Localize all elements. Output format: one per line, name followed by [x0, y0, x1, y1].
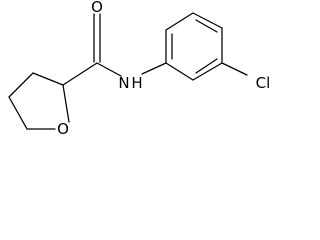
bond-c2-c3	[32, 72, 64, 86]
chlorine-label: Cl	[256, 74, 271, 92]
bond-c4-c5	[8, 96, 28, 130]
bond-carbonyl-n	[96, 62, 122, 77]
structure-diagram: O N H O Cl	[8, 0, 270, 138]
bond-c2-carbonyl	[62, 62, 98, 86]
ring-inner-bond-b	[195, 19, 218, 33]
ring-oxygen-label: O	[57, 120, 69, 138]
ring-inner-bond-c	[195, 58, 218, 74]
amide-nitrogen-label: N	[118, 74, 129, 92]
chlorophenyl-ring	[165, 12, 248, 81]
ring-bond-2	[165, 12, 194, 31]
bond-aryl-cl	[221, 62, 248, 76]
amide-hydrogen-label: H	[131, 74, 142, 92]
carbonyl-oxygen-label: O	[91, 0, 103, 16]
ring-bond-5	[192, 62, 223, 81]
thf-ring	[8, 72, 70, 130]
ring-bond-3	[192, 12, 223, 29]
atom-labels: O N H O Cl	[57, 0, 270, 138]
bond-o-c2	[62, 84, 70, 123]
amide-group	[62, 13, 167, 86]
ring-bond-6	[165, 62, 194, 81]
bond-c3-c4	[8, 72, 34, 98]
bond-n-aryl	[141, 62, 167, 75]
